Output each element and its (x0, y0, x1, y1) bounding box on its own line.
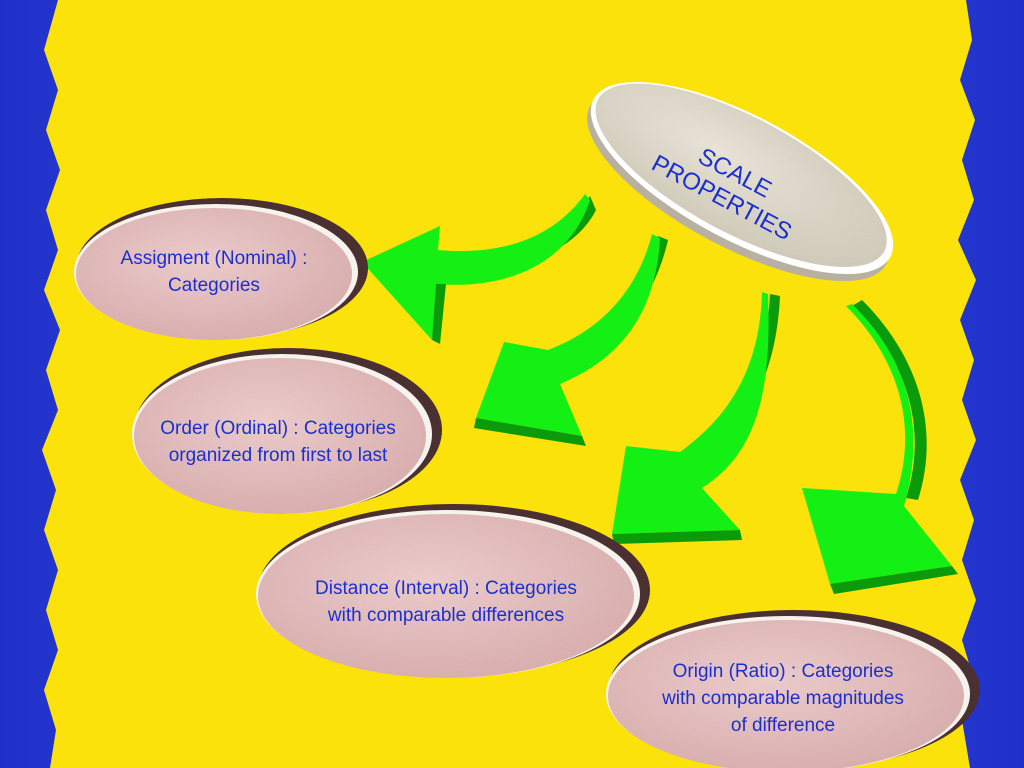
node-nominal-ellipse (74, 198, 368, 340)
node-ordinal-ellipse (132, 348, 442, 514)
title-disc (587, 81, 894, 282)
node-ratio-ellipse (606, 610, 980, 768)
node-interval-ellipse (256, 504, 650, 678)
arrow-to-ordinal (474, 234, 668, 446)
arrow-to-interval (612, 292, 780, 544)
arrow-to-nominal (362, 194, 596, 344)
arrow-to-ratio (802, 300, 958, 594)
